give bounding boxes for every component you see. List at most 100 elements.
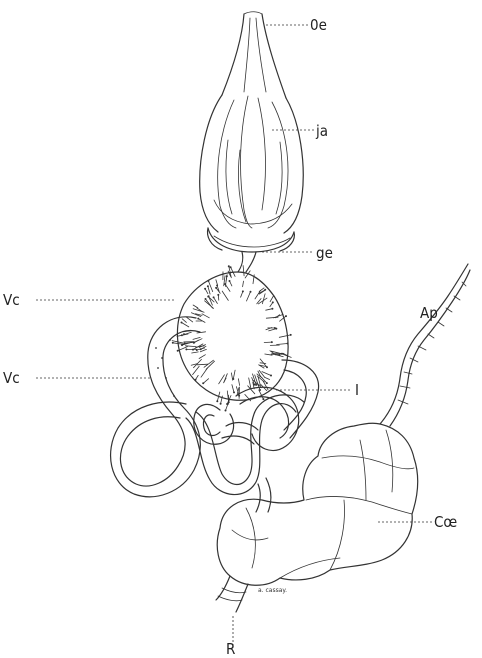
caecum-bristle <box>232 385 234 393</box>
caecum-bristle <box>192 352 199 353</box>
caecum-bristle-tip <box>228 401 230 403</box>
caeca-bristles <box>172 265 292 411</box>
caecum-bristle-tip <box>195 379 197 381</box>
leader-lines <box>36 25 432 648</box>
caecum-bristle <box>182 323 189 327</box>
gizzard <box>208 228 295 272</box>
caecum-bristle <box>231 373 232 380</box>
caecum-bristle-tip <box>192 349 194 351</box>
caecum-bristle-tip <box>290 334 292 336</box>
caecum-bristle <box>203 379 208 384</box>
caecum-bristle-tip <box>216 285 218 287</box>
label-vc-upper: Vc <box>3 291 20 309</box>
intestine-loops <box>111 317 319 512</box>
label-ge: ge <box>316 244 333 262</box>
caecum-bristle <box>269 329 277 331</box>
caecum-bristle <box>277 344 288 345</box>
label-oe: 0e <box>310 16 327 34</box>
caecum-bristle-tip <box>181 322 183 324</box>
caecum-bristle <box>255 290 261 299</box>
caecum-bristle-tip <box>229 280 231 282</box>
caecum-bristle-tip <box>207 280 209 282</box>
caecum-bristle-tip <box>205 298 207 300</box>
label-i: I <box>355 381 359 399</box>
caecum-bristle-tip <box>228 265 230 267</box>
caecum-bristle <box>233 370 235 379</box>
caecum-bristle-tip <box>215 287 217 289</box>
caecum-bristle <box>182 319 186 323</box>
hindgut-coecum <box>216 423 418 612</box>
caecum-bristle <box>193 337 200 339</box>
caecum-bristle-tip <box>266 366 268 368</box>
caecum-bristle-tip <box>200 348 202 350</box>
appendage-strand <box>380 264 470 426</box>
caecum-bristle <box>199 355 205 359</box>
caecum-bristle <box>262 294 265 304</box>
caecum-bristle-tip <box>207 285 209 287</box>
label-coe: Cœ <box>434 513 457 531</box>
caecum-bristle <box>193 305 198 308</box>
caecum-bristle <box>265 378 270 380</box>
caecum-bristle <box>216 280 218 285</box>
caecum-bristle-tip <box>226 403 228 405</box>
caecum-bristle <box>270 296 273 302</box>
caecum-bristle-tip <box>197 318 199 320</box>
caecum-bristle-tip <box>281 353 283 355</box>
crop-jabot <box>200 95 304 233</box>
caecum-bristle <box>247 292 251 301</box>
caecum-bristle-tip <box>225 410 227 412</box>
caecum-bristle <box>279 335 290 337</box>
caecum-bristle <box>283 354 292 357</box>
caecum-bristle-tip <box>262 398 264 400</box>
caecum-bristle <box>260 363 266 364</box>
caecum-bristle <box>243 266 244 276</box>
caecum-bristle-tip <box>255 384 257 386</box>
caecum-bristle-tip <box>196 349 198 351</box>
caecum-bristle-tip <box>217 294 219 296</box>
caecum-bristle <box>222 291 228 300</box>
caecum-bristle-tip <box>185 348 187 350</box>
caecum-bristle-tip <box>204 288 206 290</box>
label-ja: ja <box>315 122 328 140</box>
caecum-bristle-tip <box>285 315 287 317</box>
artist-signature: a. cassay. <box>258 587 287 594</box>
caecum-bristle-tip <box>233 391 235 393</box>
labels: 0e ja ge Vc Ap Vc I Cœ R a. cassay. <box>3 16 457 658</box>
ventriculus-caeca <box>172 265 292 411</box>
caecum-bristle <box>214 297 218 303</box>
caecum-bristle-tip <box>287 343 289 345</box>
caecum-bristle-tip <box>242 290 244 292</box>
caecum-bristle-tip <box>216 400 218 402</box>
caecum-bristle <box>266 309 273 311</box>
caecum-bristle <box>266 317 278 318</box>
caecum-bristle <box>243 281 244 287</box>
caecum-bristle-tip <box>213 296 215 298</box>
caecum-bristle-tip <box>177 350 179 352</box>
caecum-bristle <box>185 342 194 343</box>
caecum-bristle-tip <box>279 354 281 356</box>
caecum-bristle-tip <box>202 382 204 384</box>
caecum-bristle-tip <box>266 382 268 384</box>
label-r: R <box>226 640 235 658</box>
caecum-bristle-tip <box>259 389 261 391</box>
caecum-bristle-tip <box>172 342 174 344</box>
oesophagus <box>222 12 286 98</box>
caecum-bristle <box>198 319 205 323</box>
caecum-bristle-tip <box>220 403 222 405</box>
caecum-bristle-tip <box>181 334 183 336</box>
caecum-bristle <box>238 379 239 386</box>
caecum-bristle-tip <box>271 341 273 343</box>
caecum-bristle-tip <box>275 328 277 330</box>
label-vc-lower: Vc <box>3 369 20 387</box>
caecum-bristle-tip <box>270 375 272 377</box>
caecum-bristle <box>262 372 271 376</box>
caecum-bristle-tip <box>250 291 252 293</box>
label-ap: Ap <box>420 304 438 322</box>
caecum-bristle-tip <box>271 308 273 310</box>
caecum-bristle-tip <box>207 296 209 298</box>
caecum-bristle-tip <box>272 301 274 303</box>
caecum-bristle <box>208 286 210 294</box>
caecum-bristle <box>194 359 202 367</box>
caecum-bristle-tip <box>184 342 186 344</box>
